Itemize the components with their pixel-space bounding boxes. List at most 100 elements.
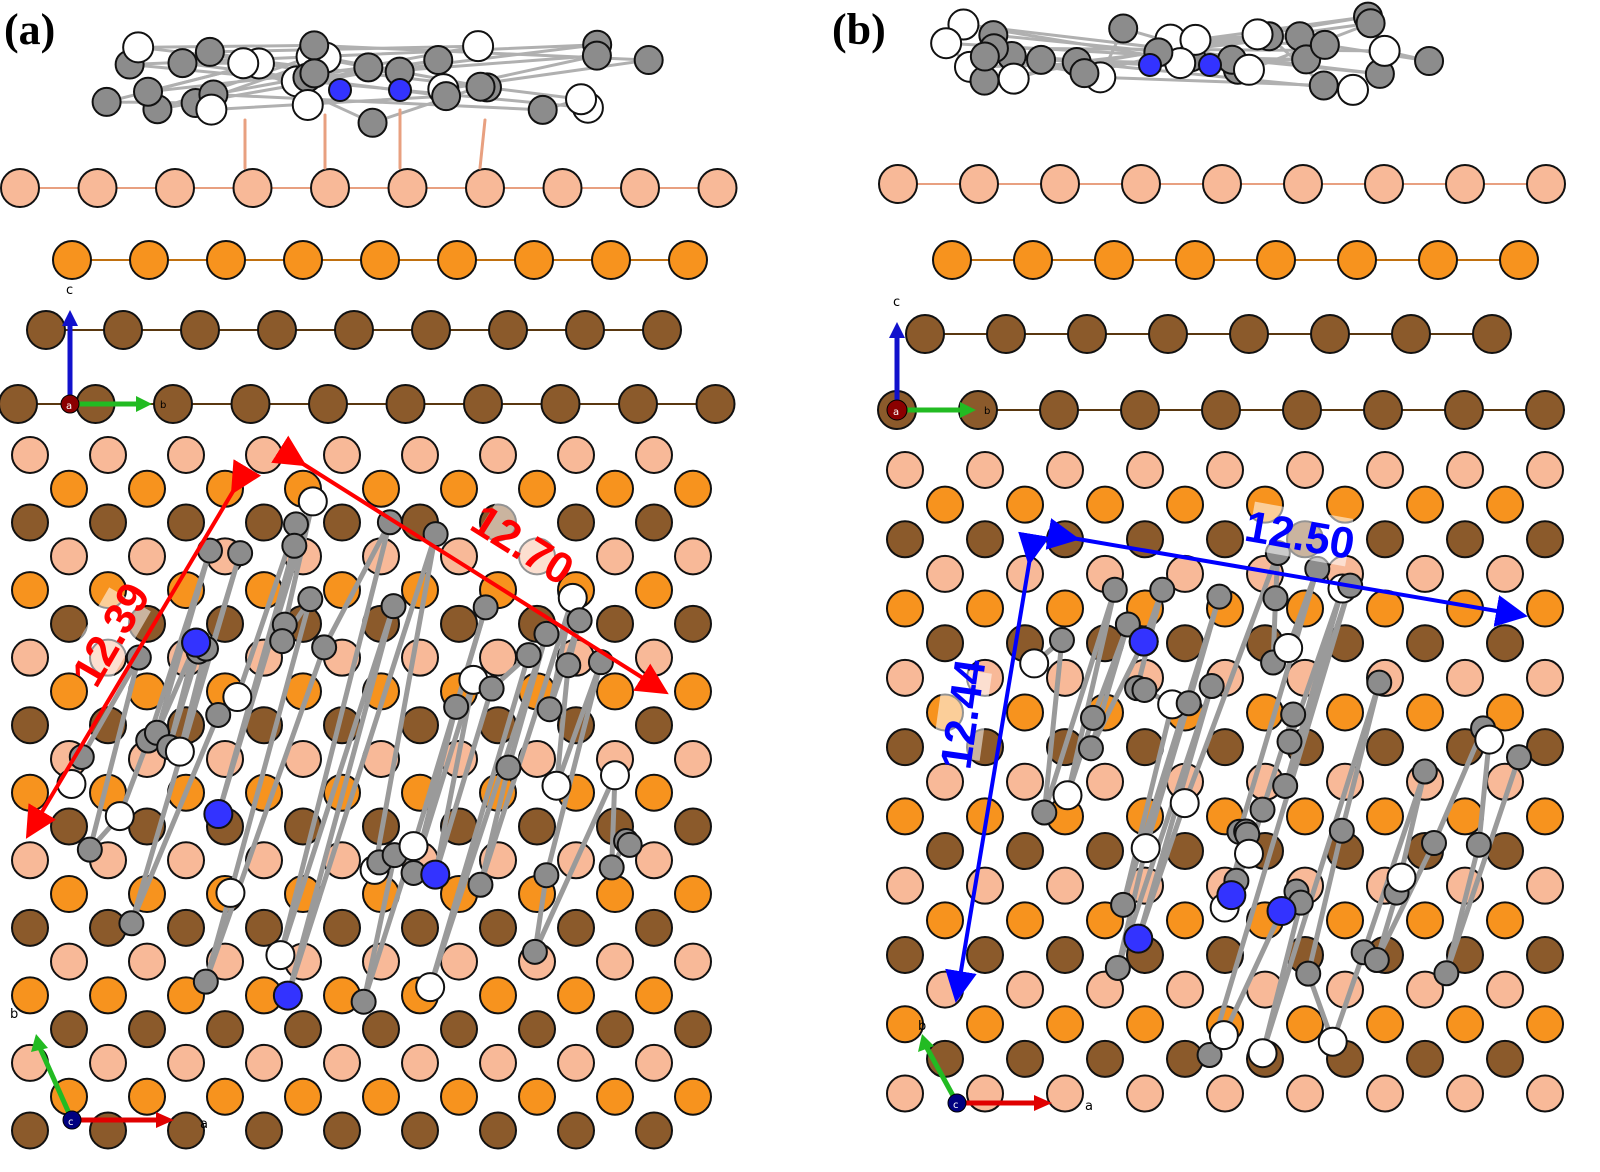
lattice-atom [89,976,127,1015]
measure-arrow-12-70 [271,435,669,695]
carbon-atom [1355,8,1386,39]
lattice-atom [11,571,49,610]
carbon-atom [581,40,612,71]
substrate-atom [1445,164,1485,204]
b-axis-arrowhead [31,1034,48,1052]
molecule-bond [1207,583,1353,1058]
hydrogen-atom [415,972,446,1003]
lattice-atom [886,797,924,836]
substrate-atom [257,310,297,350]
hydrogen-atom [215,877,246,908]
panel-a-side-layers [0,168,738,424]
lattice-atom [886,451,924,489]
molecule-bond [1330,949,1367,1045]
lattice-atom [245,908,283,947]
a-axis-arrowhead [1034,1095,1052,1111]
molecule-bond [1098,75,1326,87]
lattice-atom [1526,728,1564,767]
substrate-atom [230,384,271,424]
b-axis-arrow [924,1046,960,1105]
c-axis-arrowhead [62,310,78,326]
carbon-atom [1026,44,1057,75]
lattice-atom [50,875,88,914]
b-axis-label: b [10,1007,18,1022]
molecule-bond [609,772,618,870]
lattice-atom [1286,797,1324,836]
substrate-atom [1148,314,1188,354]
lattice-atom [1206,935,1244,974]
carbon-atom [1101,576,1128,603]
nitrogen-atom [420,859,451,890]
lattice-atom [635,841,673,880]
panel-b-top-axes: b c a [918,1019,1093,1114]
lattice-atom [323,1043,361,1082]
carbon-atom [1363,947,1390,974]
lattice-atom [926,554,964,593]
hydrogen-atom [1208,1020,1239,1051]
carbon-atom [227,540,254,567]
lattice-atom [557,503,595,542]
lattice-atom [1206,520,1244,559]
lattice-atom [557,436,595,474]
substrate-atom [1121,164,1161,204]
substrate-atom [695,384,736,424]
measure-arrow-12-39 [25,459,262,839]
panel-b-measurement-2: 12.50 [1045,501,1528,627]
lattice-atom [50,942,88,981]
lattice-atom [518,807,556,846]
carbon-atom [1198,673,1225,700]
measure-label-bg [1246,501,1354,567]
carbon-atom [1414,46,1445,77]
carbon-atom [1276,728,1303,755]
c-axis-dot [62,1110,82,1130]
nitrogen-atom [388,78,412,102]
lattice-atom [479,908,517,947]
nitrogen-atom [181,627,212,658]
hydrogen-atom [122,31,155,64]
carbon-atom [1433,960,1460,987]
lattice-atom [596,537,634,576]
carbon-atom [1328,817,1355,844]
lattice-atom [479,1111,517,1150]
substrate-atom [1310,314,1350,354]
lattice-atom [518,469,556,508]
substrate-atom [1256,240,1296,280]
lattice-atom [1486,554,1524,593]
lattice-atom [401,908,439,947]
lattice-atom [11,638,49,677]
substrate-atom [437,240,477,280]
molecule-bond [1361,769,1428,955]
substrate-atom [697,168,738,208]
carbon-atom [533,620,560,647]
carbon-atom [1308,70,1339,101]
lattice-atom [557,908,595,947]
measure-label-bg [472,499,574,589]
substrate-atom [1444,390,1484,430]
lattice-atom [674,604,712,643]
nitrogen-atom [1123,923,1154,954]
substrate-atom [1364,164,1404,204]
hydrogen-atom [164,736,195,767]
nitrogen-atom [272,980,303,1011]
lattice-atom [167,436,205,474]
lattice-atom [1166,485,1204,524]
lattice-atom [1046,1074,1084,1113]
panel-a-side-axes: c a b [60,283,166,414]
carbon-atom [1206,583,1233,610]
lattice-atom [1046,866,1084,905]
carbon-atom [269,628,296,655]
hydrogen-atom [997,62,1030,95]
hydrogen-atom [291,88,324,121]
molecule-bond [1443,754,1522,976]
hydrogen-atom [462,30,495,63]
carbon-atom [431,81,462,112]
hydrogen-atom [1337,73,1370,106]
lattice-atom [1006,762,1044,801]
lattice-atom [518,1010,556,1049]
lattice-atom [440,469,478,508]
panel-a-top-view: 12.39 12.70 b c a [10,435,712,1150]
lattice-atom [1286,1074,1324,1113]
substrate-atom [1067,314,1107,354]
lattice-atom [966,451,1004,489]
nitrogen-atom [328,78,352,102]
